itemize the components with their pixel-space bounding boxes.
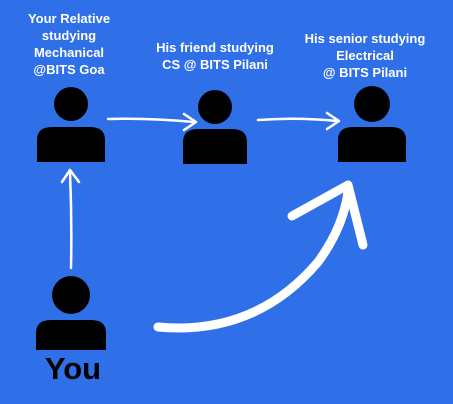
relative-caption-line: Your Relative [27, 11, 111, 26]
arrow-friend-to-senior [256, 111, 341, 131]
friend-caption-line: His friend studying [156, 40, 274, 55]
arrow-you-to-senior [153, 180, 368, 333]
you-person-icon [36, 276, 106, 350]
relative-caption-line: @BITS Goa [33, 62, 105, 77]
relative-caption-line: studying [41, 28, 97, 43]
senior-caption-line: Electrical [336, 48, 394, 63]
relative-person-icon [37, 87, 105, 162]
senior-person-icon [338, 86, 406, 162]
arrow-you-to-relative [60, 168, 81, 270]
relative-caption: Your Relative studying Mechanical @BITS … [8, 10, 130, 78]
senior-caption-line: @ BITS Pilani [322, 65, 408, 80]
friend-caption: His friend studying CS @ BITS Pilani [145, 39, 285, 73]
friend-person-icon [183, 90, 247, 164]
arrow-relative-to-friend [106, 112, 198, 132]
friend-caption-line: CS @ BITS Pilani [162, 57, 268, 72]
senior-caption-line: His senior studying [304, 31, 426, 46]
relative-caption-line: Mechanical [33, 45, 105, 60]
senior-caption: His senior studying Electrical @ BITS Pi… [295, 30, 435, 81]
you-label: You [44, 351, 102, 386]
